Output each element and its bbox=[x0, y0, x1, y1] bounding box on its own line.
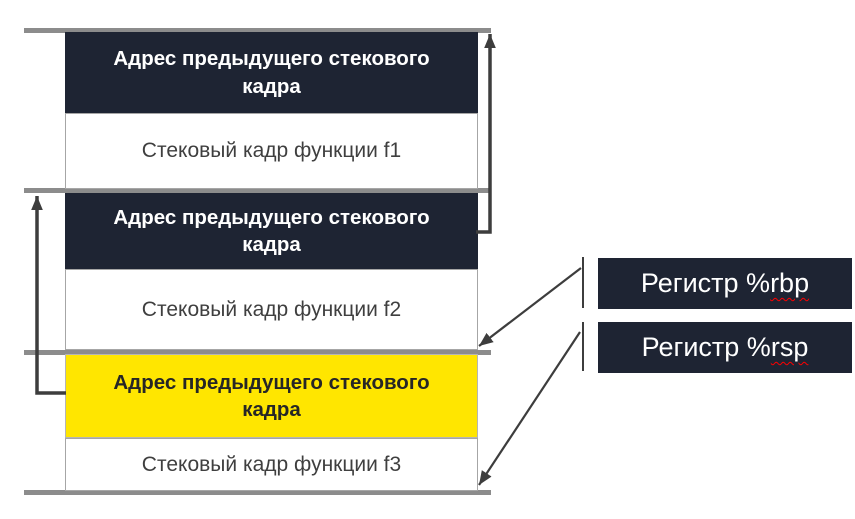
rbp-pointer-arrow bbox=[478, 267, 582, 347]
saved-address-cell-f1: Адрес предыдущего стекового кадра bbox=[65, 32, 478, 113]
stack-frame-cell-f1: Стековый кадр функции f1 bbox=[65, 113, 478, 189]
saved-address-label-f2: Адрес предыдущего стекового кадра bbox=[113, 205, 430, 256]
separator-line-2 bbox=[24, 188, 491, 193]
stack-frame-cell-f3: Стековый кадр функции f3 bbox=[65, 438, 478, 491]
return-link-arrow-f3-to-f2 bbox=[31, 196, 66, 395]
stack-frame-label-f3: Стековый кадр функции f3 bbox=[141, 452, 402, 476]
return-link-arrow-f2-to-f1 bbox=[476, 34, 496, 234]
register-rsp-name: rsp bbox=[770, 332, 809, 362]
saved-address-label-f3: Адрес предыдущего стекового кадра bbox=[113, 370, 430, 421]
stack-frame-cell-f2: Стековый кадр функции f2 bbox=[65, 269, 478, 350]
rsp-pointer-arrow bbox=[478, 331, 581, 486]
register-rbp-box: Регистр %rbp bbox=[598, 258, 852, 309]
register-rsp-prefix: Регистр % bbox=[641, 332, 771, 362]
register-rsp-box: Регистр %rsp bbox=[598, 322, 852, 373]
saved-address-label-f1: Адрес предыдущего стекового кадра bbox=[113, 47, 430, 98]
register-rbp-prefix: Регистр % bbox=[640, 268, 771, 298]
separator-line-4 bbox=[24, 490, 491, 495]
stack-frame-label-f2: Стековый кадр функции f2 bbox=[141, 297, 402, 321]
register-rbp-name: rbp bbox=[770, 268, 810, 298]
separator-line-3 bbox=[24, 350, 491, 355]
saved-address-cell-f3-highlighted: Адрес предыдущего стекового кадра bbox=[65, 354, 478, 438]
stack-frame-label-f1: Стековый кадр функции f1 bbox=[141, 139, 402, 162]
saved-address-cell-f2: Адрес предыдущего стекового кадра bbox=[65, 193, 478, 269]
separator-line-1 bbox=[24, 28, 491, 33]
